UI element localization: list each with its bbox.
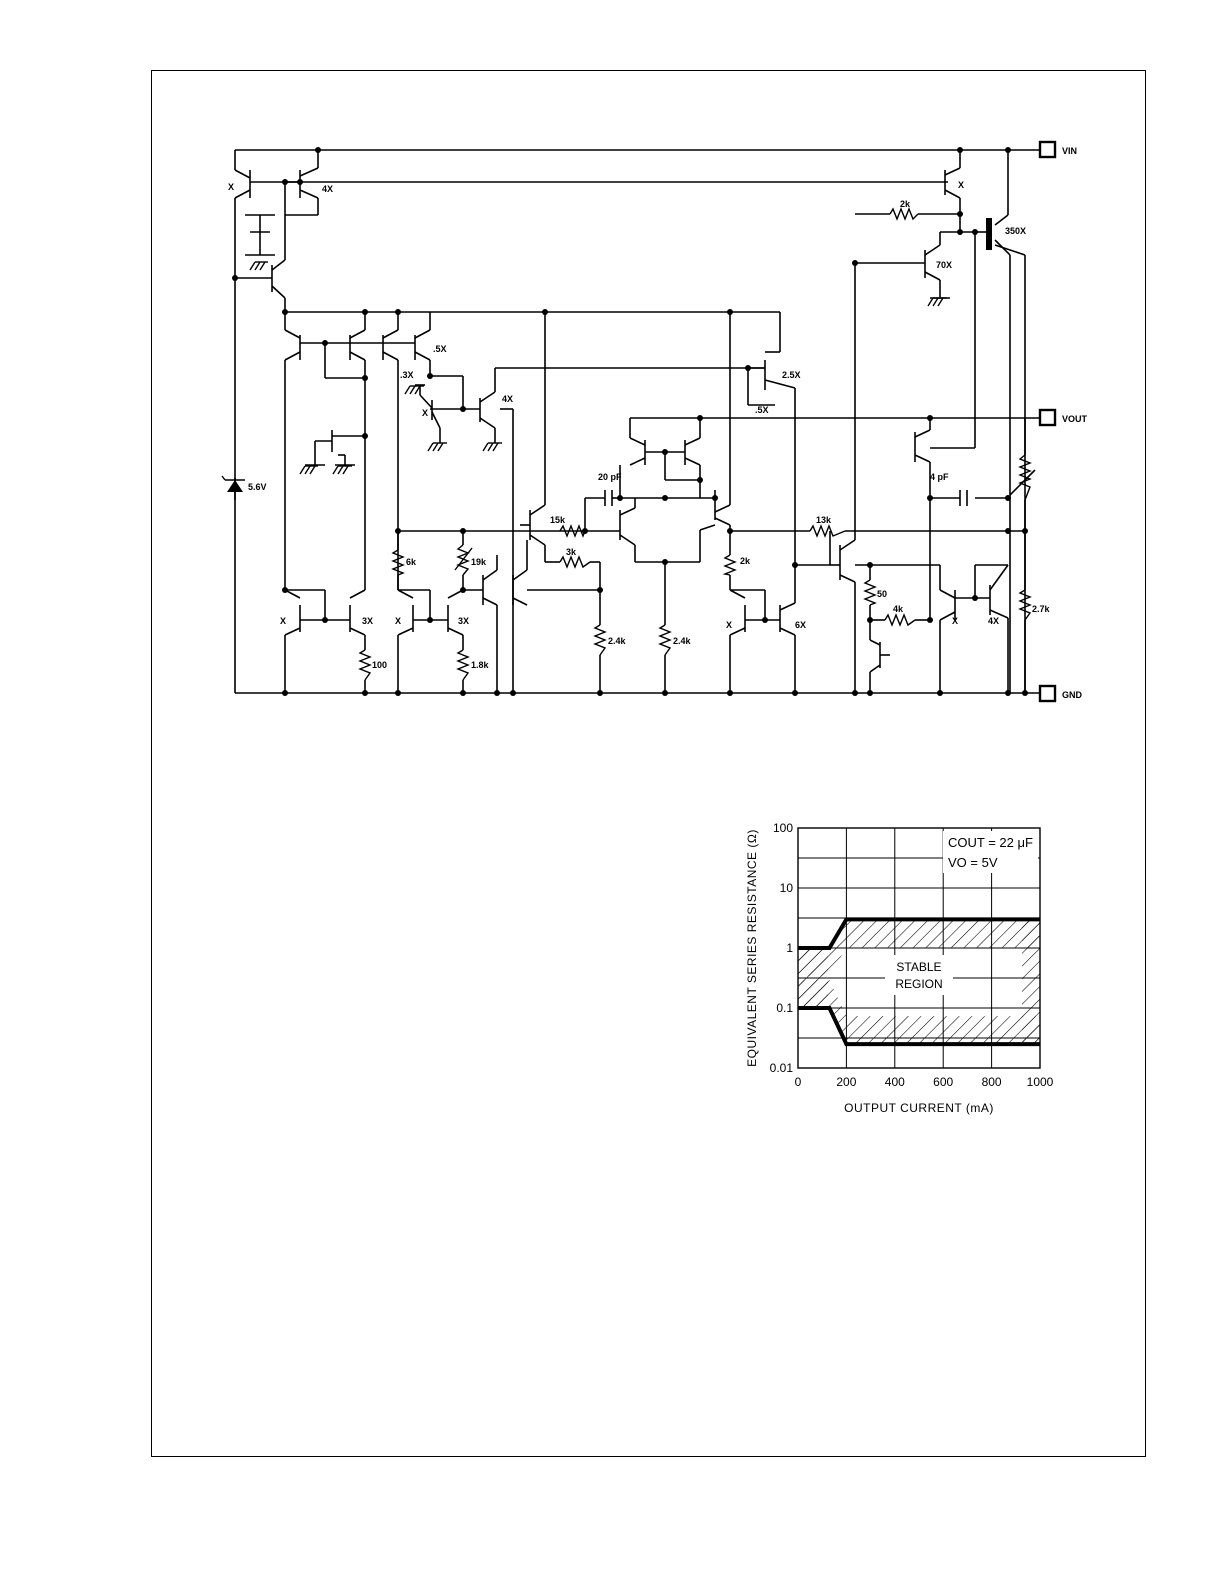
label-x-topleft: X	[228, 182, 234, 192]
lower-esr-boundary	[798, 1006, 1040, 1047]
label-x-topright: X	[958, 180, 964, 190]
x-tick-label: 800	[982, 1075, 1002, 1089]
label-70x: 70X	[936, 260, 952, 270]
upper-hatch-band	[798, 919, 1040, 976]
boundary-lines	[798, 917, 1040, 1047]
upper-esr-boundary	[798, 917, 1040, 950]
vout-label: VOUT	[1062, 414, 1088, 424]
schematic-diagram: VIN VOUT GND X 4X X 2k 350X 70X .5X .3X …	[221, 140, 1088, 703]
label-x-bl: X	[280, 616, 286, 626]
y-axis-title: EQUIVALENT SERIES RESISTANCE (Ω)	[745, 829, 759, 1067]
vout-pin-box	[1038, 408, 1057, 427]
label-4k: 4k	[893, 604, 904, 614]
lower-hatch-band	[798, 980, 1040, 1045]
label-4pf: 4 pF	[930, 472, 949, 482]
stable-region-label-1: STABLE	[896, 960, 941, 974]
stable-region-label-2: REGION	[895, 977, 942, 991]
x-tick-label: 1000	[1027, 1075, 1054, 1089]
label-50: 50	[877, 589, 887, 599]
label-4x-top: 4X	[322, 184, 333, 194]
label-18k: 1.8k	[471, 660, 490, 670]
tick-labels: 0 200 400 600 800 1000 0.01 0.1 1 10 100	[770, 821, 1054, 1089]
zener-diode	[221, 475, 245, 492]
label-zener-56v: 5.6V	[248, 482, 267, 492]
vin-pin-box	[1038, 140, 1057, 159]
x-tick-label: 400	[885, 1075, 905, 1089]
stable-region-hatching	[798, 919, 1040, 1045]
label-6x: 6X	[795, 620, 806, 630]
label-2k-top: 2k	[900, 199, 911, 209]
label-4x-mid: 4X	[502, 394, 513, 404]
label-24k-a: 2.4k	[608, 636, 627, 646]
label-27k: 2.7k	[1032, 604, 1051, 614]
label-03x: .3X	[400, 370, 414, 380]
label-100: 100	[372, 660, 387, 670]
x-tick-label: 0	[795, 1075, 802, 1089]
x-tick-label: 600	[933, 1075, 953, 1089]
annotation-cout: COUT = 22 μF	[948, 835, 1033, 850]
label-2k-mid: 2k	[740, 556, 751, 566]
pass-transistor-base	[986, 218, 992, 250]
label-3x-bl: 3X	[362, 616, 373, 626]
label-13k: 13k	[816, 515, 832, 525]
y-tick-label: 0.01	[770, 1061, 794, 1075]
page-frame	[151, 70, 1146, 1457]
ground-symbols	[249, 261, 947, 475]
vin-label: VIN	[1062, 146, 1077, 156]
esr-stability-chart: 0 200 400 600 800 1000 0.01 0.1 1 10 100 COUT = 22…	[745, 821, 1054, 1115]
y-tick-label: 0.1	[776, 1001, 793, 1015]
label-6k: 6k	[406, 557, 417, 567]
right-hatch-band	[1022, 919, 1040, 1045]
y-tick-label: 100	[773, 821, 793, 835]
label-x-mid: X	[422, 408, 428, 418]
region-label-background	[885, 955, 953, 995]
annotation-vo: VO = 5V	[948, 855, 998, 870]
label-25x: 2.5X	[782, 370, 801, 380]
label-05x: .5X	[433, 344, 447, 354]
label-05x-b: .5X	[755, 405, 769, 415]
label-19k: 19k	[471, 557, 487, 567]
label-x-bl2: X	[395, 616, 401, 626]
gnd-pin-box	[1038, 684, 1057, 703]
label-x-bm: X	[726, 620, 732, 630]
y-tick-label: 1	[786, 941, 793, 955]
x-tick-label: 200	[836, 1075, 856, 1089]
junction-dots	[232, 147, 1028, 696]
label-350x: 350X	[1005, 226, 1026, 236]
left-hatch-band	[798, 948, 828, 1008]
label-x-br: X	[952, 616, 958, 626]
label-15k: 15k	[550, 515, 566, 525]
label-20pf: 20 pF	[598, 472, 622, 482]
schematic-wires	[234, 149, 1040, 694]
label-3k: 3k	[566, 547, 577, 557]
annotation-background	[943, 831, 1038, 873]
x-axis-title: OUTPUT CURRENT (mA)	[844, 1101, 994, 1115]
resistors	[358, 207, 1032, 681]
label-4x-br: 4X	[988, 616, 999, 626]
gnd-label: GND	[1062, 690, 1083, 700]
y-tick-label: 10	[780, 881, 794, 895]
label-3x-bl2: 3X	[458, 616, 469, 626]
label-24k-b: 2.4k	[673, 636, 692, 646]
